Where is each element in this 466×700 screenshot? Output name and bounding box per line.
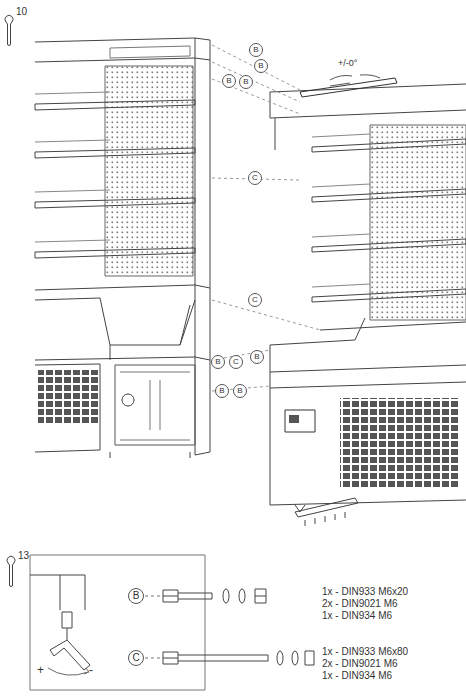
shelf (35, 148, 195, 158)
tool-size: 13 (18, 550, 29, 562)
shelf-edge (312, 284, 370, 287)
callout-circle: B (254, 59, 268, 73)
callout-circle: B (239, 75, 253, 89)
right-cabinet (270, 75, 466, 526)
shelf-edge (35, 190, 110, 192)
direction-sign: - (89, 664, 93, 678)
callout-letter: C (233, 358, 239, 366)
detail-inset (30, 555, 205, 690)
callout-circle: B (233, 384, 247, 398)
parts-list-line: 2x - DIN9021 M6 (322, 658, 398, 670)
callout-circle: B (249, 43, 263, 57)
callout-circle: C (248, 171, 262, 185)
shelf-edge (35, 92, 110, 94)
callout-letter: B (215, 358, 220, 366)
callout-letter: B (253, 46, 258, 54)
tool-size: 10 (16, 6, 27, 18)
callout-circle: B (222, 74, 236, 88)
shelf (35, 248, 195, 258)
alignment-line (212, 300, 320, 330)
wrench-icon (5, 15, 13, 45)
parts-list-line: 1x - DIN934 M6 (322, 670, 392, 682)
parts-list-line: 1x - DIN933 M6x20 (322, 586, 408, 598)
callout-circle: C (248, 293, 262, 307)
callout-letter: B (243, 78, 248, 86)
shelf (35, 100, 195, 110)
shelf-edge (312, 134, 370, 137)
shelf (35, 198, 195, 208)
tool-size: +/-0° (338, 58, 357, 68)
callout-letter: B (258, 62, 263, 70)
parts-list-line: 2x - DIN9021 M6 (322, 598, 398, 610)
callout-letter: B (254, 353, 259, 361)
parts-list-line: 1x - DIN934 M6 (322, 610, 392, 622)
direction-sign: + (37, 664, 44, 678)
callout-circle: B (215, 384, 229, 398)
bolt-c (163, 651, 314, 665)
shelf-edge (35, 140, 110, 142)
callout-letter: C (132, 653, 139, 663)
callout-letter: B (133, 591, 140, 601)
callout-circle: C (128, 650, 144, 666)
shelf-edge (312, 234, 370, 237)
parts-list-line: 1x - DIN933 M6x80 (322, 646, 408, 658)
callout-circle: C (229, 355, 243, 369)
shelf (312, 289, 466, 302)
shelf (312, 189, 466, 202)
shelf-edge (312, 184, 370, 187)
leader-line (145, 596, 160, 658)
callout-letter: B (226, 77, 231, 85)
shelf-edge (35, 240, 110, 242)
callout-letter: C (252, 174, 258, 182)
shelf (312, 239, 466, 252)
callout-letter: C (252, 296, 258, 304)
wrench-icon (7, 556, 15, 586)
callout-letter: B (237, 387, 242, 395)
callout-circle: B (250, 350, 264, 364)
callout-circle: B (128, 588, 144, 604)
callout-letter: B (219, 387, 224, 395)
left-cabinet (35, 38, 210, 458)
bolt-b (163, 589, 266, 603)
shelf (312, 139, 466, 152)
callout-circle: B (211, 355, 225, 369)
